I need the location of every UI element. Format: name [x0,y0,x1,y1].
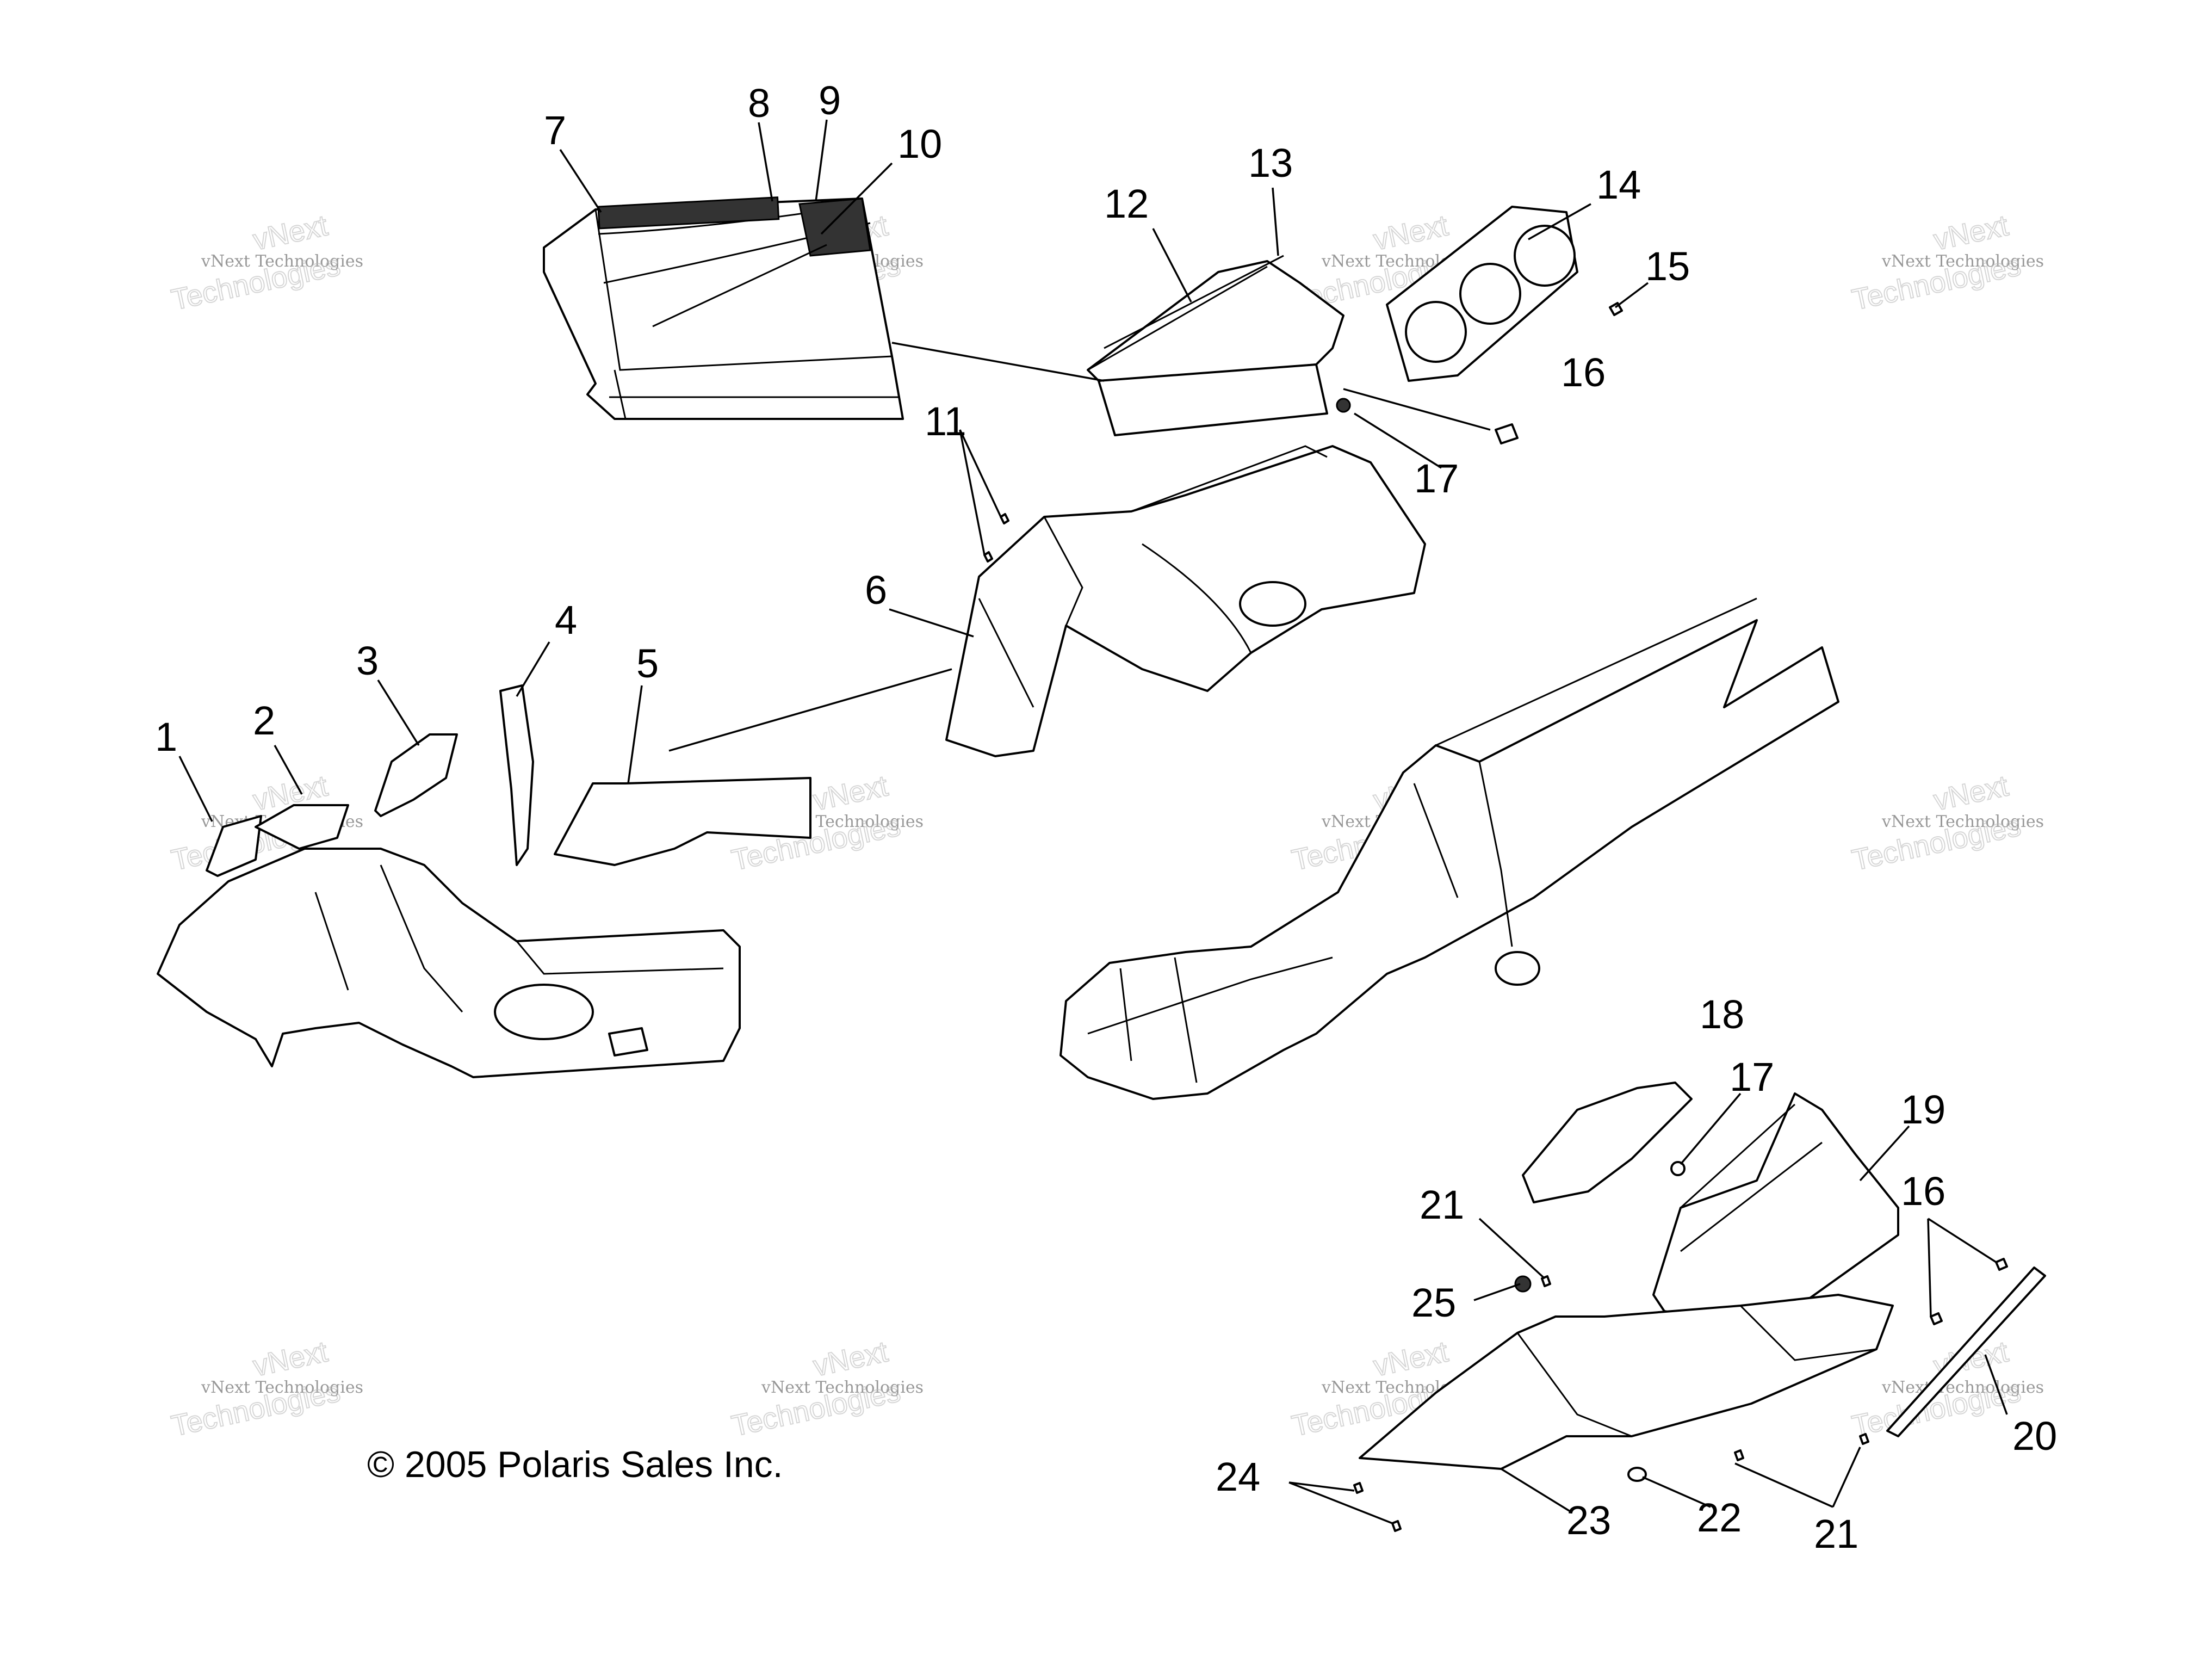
side-panel-1 [206,815,262,877]
side-panel-2 [255,804,349,850]
callout-3: 3 [356,638,379,683]
callout-21-lower: 21 [1814,1511,1858,1556]
svg-text:vNext: vNext [1371,1335,1451,1382]
svg-text:vNext: vNext [1931,209,2011,256]
rivet-11a [1000,513,1009,524]
callout-4: 4 [555,597,577,643]
svg-text:vNext Technologies: vNext Technologies [201,252,363,271]
callout-23: 23 [1566,1498,1611,1543]
callout-21: 21 [1420,1182,1464,1227]
reflector-18 [1522,1082,1693,1203]
callout-25: 25 [1411,1280,1456,1325]
callout-9: 9 [819,78,841,123]
trim-strip-20 [1886,1267,2046,1437]
side-panel-5 [554,777,811,866]
rivet-21c [1859,1433,1869,1445]
callout-1: 1 [155,714,177,759]
svg-text:vNext Technologies: vNext Technologies [1881,252,2044,271]
callout-8: 8 [748,81,770,126]
side-panel-4 [499,684,534,866]
svg-text:vNext Technologies: vNext Technologies [201,1378,363,1397]
callout-12: 12 [1104,181,1149,226]
svg-text:vNext: vNext [810,1335,891,1382]
callout-6: 6 [865,567,887,613]
rivet-11b [983,551,993,563]
gauge-plate [1386,206,1578,382]
lower-fairing [1359,1294,1894,1470]
left-console-assembly [157,848,741,1078]
fastener-22 [1627,1467,1647,1482]
svg-text:vNext Technologies: vNext Technologies [1881,1378,2044,1397]
callout-18: 18 [1700,992,1744,1037]
chassis-tunnel [1059,597,1839,1100]
callout-17-lower: 17 [1730,1054,1774,1099]
svg-text:vNext: vNext [1931,769,2011,817]
callout-labels: 1 2 3 4 5 6 7 8 9 10 11 12 13 14 15 16 1… [155,78,2057,1556]
watermark: vNext Technologies vNext Technologies [168,208,363,317]
svg-text:vNext: vNext [250,1335,331,1382]
rivet-21b [1734,1449,1744,1461]
callout-17: 17 [1414,456,1459,501]
svg-text:vNext: vNext [250,209,331,256]
nut-17a [1336,398,1351,413]
fastener-16c [1930,1312,1943,1325]
callout-13: 13 [1248,140,1293,186]
nut-25 [1514,1275,1532,1293]
fastener-16a [1495,423,1519,444]
callout-16-lower: 16 [1901,1169,1945,1214]
fastener-16b [1995,1258,2008,1271]
console-bezel [945,445,1426,757]
watermark: vNext Technologies vNext Technologies [1849,769,2044,877]
callout-19: 19 [1901,1087,1945,1132]
watermark: vNext Technologies vNext Technologies [1849,208,2044,317]
callout-10: 10 [897,121,942,166]
callout-7: 7 [544,108,566,153]
rivet-24b [1391,1520,1402,1532]
callout-16: 16 [1561,350,1606,395]
copyright-notice: © 2005 Polaris Sales Inc. [367,1444,783,1485]
svg-text:vNext: vNext [810,769,891,817]
callout-11: 11 [925,399,966,444]
leader-lines [178,119,2008,1524]
callout-14: 14 [1596,162,1641,207]
side-panel-3 [374,733,458,817]
watermark: vNext Technologies vNext Technologies [168,1335,363,1443]
headlight-housing [1652,1092,1899,1323]
callout-24: 24 [1216,1454,1260,1499]
svg-text:vNext Technologies: vNext Technologies [761,1378,924,1397]
rivet-24a [1353,1482,1364,1494]
callout-20: 20 [2012,1413,2057,1459]
callout-5: 5 [636,641,659,686]
callout-15: 15 [1645,244,1690,289]
svg-text:vNext: vNext [1371,209,1451,256]
nut-17b [1670,1161,1686,1176]
hood-panel [543,196,904,420]
svg-text:vNext Technologies: vNext Technologies [1881,812,2044,831]
callout-22: 22 [1697,1495,1742,1540]
watermark: vNext Technologies vNext Technologies [728,1335,924,1443]
callout-2: 2 [253,698,275,743]
screw-15 [1609,302,1623,316]
